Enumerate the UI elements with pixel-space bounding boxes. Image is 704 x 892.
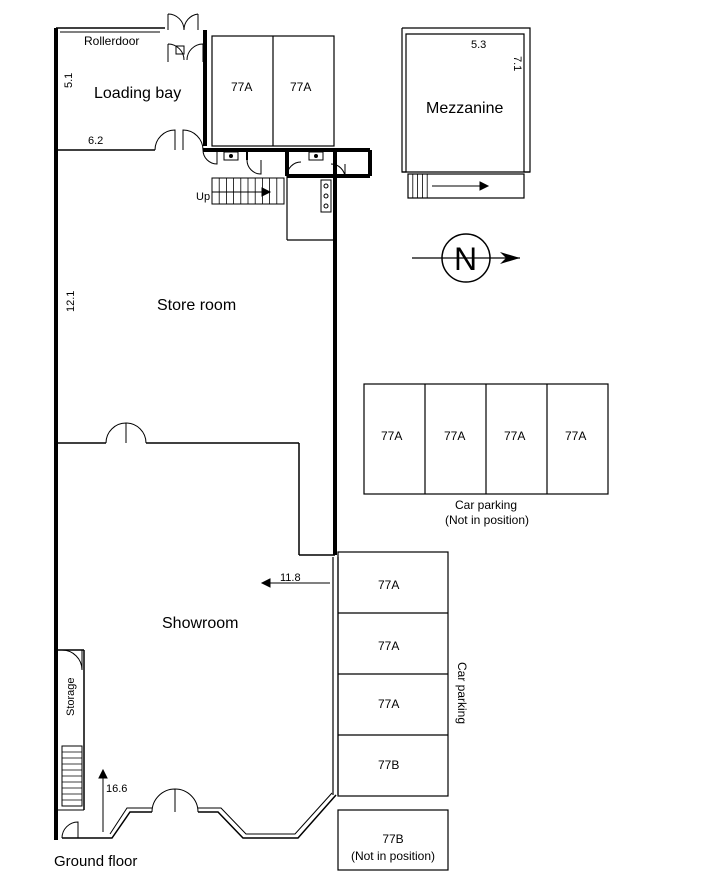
doors: [61, 13, 346, 839]
parking-bay-label: 77B: [378, 758, 399, 772]
parking-row: [363, 383, 609, 495]
parking-row-caption: Car parking: [455, 498, 517, 512]
parking-top: [211, 35, 335, 147]
parking-bay-label: 77A: [565, 429, 586, 443]
mezzanine-width-dimension: 5.3: [471, 39, 486, 51]
mezzanine-walls: [401, 27, 531, 199]
dimension-arrows: [98, 578, 330, 832]
showroom-label: Showroom: [162, 615, 238, 632]
showroom-length-dimension: 16.6: [106, 783, 127, 795]
north-arrow-icon: [412, 233, 520, 283]
store-room-length-dimension: 12.1: [65, 291, 77, 312]
loading-bay-width-dimension: 6.2: [88, 135, 103, 147]
parking-row-caption-note: (Not in position): [445, 513, 529, 527]
showroom-width-dimension: 11.8: [280, 572, 301, 584]
parking-separate-caption: (Not in position): [351, 849, 435, 863]
mezzanine-stair-treads: [412, 174, 428, 198]
parking-bay-label: 77A: [381, 429, 402, 443]
fixtures: [223, 151, 332, 213]
floor-label: Ground floor: [54, 853, 137, 870]
parking-bay-label: 77A: [378, 697, 399, 711]
north-label: N: [454, 241, 477, 277]
loading-bay-height-dimension: 5.1: [63, 73, 75, 88]
parking-bay-label: 77B: [382, 832, 403, 846]
parking-bay-label: 77A: [378, 578, 399, 592]
parking-bay-label: 77A: [378, 639, 399, 653]
store-room-label: Store room: [157, 297, 236, 314]
mezzanine-length-dimension: 7.1: [511, 56, 523, 71]
rollerdoor-label: Rollerdoor: [84, 34, 139, 48]
parking-bay-label: 77A: [504, 429, 525, 443]
loading-bay-label: Loading bay: [94, 85, 181, 102]
parking-bay-label: 77A: [231, 80, 252, 94]
mezzanine-stair-arrow: [432, 181, 490, 191]
up-arrow: [212, 187, 272, 197]
parking-separate: [337, 809, 449, 871]
building-walls: [54, 27, 372, 840]
up-label: Up: [196, 191, 210, 203]
parking-bay-label: 77A: [444, 429, 465, 443]
mezzanine-label: Mezzanine: [426, 100, 503, 117]
parking-side-caption: Car parking: [455, 662, 469, 724]
storage-label: Storage: [65, 677, 77, 716]
parking-bay-label: 77A: [290, 80, 311, 94]
parking-side: [337, 551, 449, 797]
storage-stair-treads: [62, 751, 82, 801]
